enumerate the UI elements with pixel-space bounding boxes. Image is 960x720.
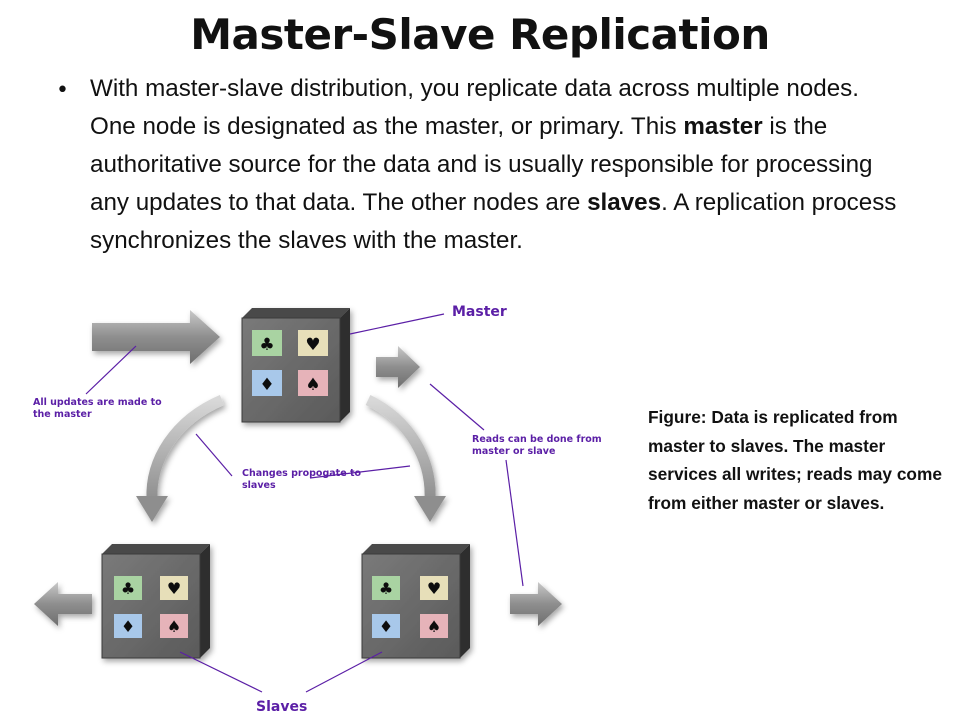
updates-label-line1: All updates are made to <box>33 397 162 408</box>
right-slave-read-arrow <box>510 582 562 626</box>
club-card-icon: ♣ <box>252 330 282 356</box>
svg-text:♠: ♠ <box>427 617 441 636</box>
propagate-label-line1: Changes propogate to <box>242 468 361 479</box>
slaves-label: Slaves <box>256 699 307 715</box>
slaves-leader-line-right <box>305 651 383 693</box>
slave-node-right: ♣ ♥ ♦ ♠ <box>361 543 471 659</box>
heart-card-icon: ♥ <box>298 330 328 356</box>
propagate-arrow-right <box>365 395 446 522</box>
propagate-leader-line-left <box>195 433 233 477</box>
replication-diagram: ♣ ♥ ♦ ♠ ♣ ♥ ♦ ♠ <box>33 304 602 715</box>
spade-card-icon: ♠ <box>420 614 448 638</box>
propagate-label-line2: slaves <box>242 480 276 491</box>
master-node: ♣ ♥ ♦ ♠ <box>241 307 351 423</box>
left-slave-read-arrow <box>34 582 92 626</box>
heart-card-icon: ♥ <box>160 576 188 600</box>
club-card-icon: ♣ <box>114 576 142 600</box>
svg-text:♠: ♠ <box>167 617 181 636</box>
propagate-arrow-left <box>136 394 225 522</box>
bullet-bold-master: master <box>683 113 763 140</box>
diamond-card-icon: ♦ <box>372 614 400 638</box>
master-leader-line <box>349 313 445 335</box>
spade-card-icon: ♠ <box>160 614 188 638</box>
svg-text:♣: ♣ <box>259 335 274 355</box>
slaves-leader-line-left <box>179 651 263 693</box>
master-label: Master <box>452 304 507 320</box>
bullet-paragraph: With master-slave distribution, you repl… <box>90 70 910 260</box>
diamond-card-icon: ♦ <box>114 614 142 638</box>
master-read-arrow <box>376 346 420 388</box>
club-card-icon: ♣ <box>372 576 400 600</box>
reads-label-line1: Reads can be done from <box>472 434 602 445</box>
spade-card-icon: ♠ <box>298 370 328 396</box>
svg-text:♣: ♣ <box>379 579 393 598</box>
propagate-leader-line-right <box>309 465 411 479</box>
figure-caption: Figure: Data is replicated from master t… <box>648 407 942 513</box>
updates-label-line2: the master <box>33 409 92 420</box>
heart-card-icon: ♥ <box>420 576 448 600</box>
bullet-text-part-1: With master-slave distribution, you repl… <box>90 75 859 140</box>
reads-label-line2: master or slave <box>472 446 555 457</box>
bullet-text-part-2: is the authoritative source for the data… <box>90 113 873 216</box>
diamond-card-icon: ♦ <box>252 370 282 396</box>
svg-text:♦: ♦ <box>379 617 393 636</box>
updates-leader-line <box>85 345 137 395</box>
svg-text:♣: ♣ <box>121 579 135 598</box>
slave-node-left: ♣ ♥ ♦ ♠ <box>101 543 211 659</box>
bullet-marker: • <box>56 78 69 103</box>
svg-text:♥: ♥ <box>305 335 320 355</box>
svg-text:♦: ♦ <box>259 375 274 395</box>
reads-leader-line-slave <box>505 459 524 587</box>
bullet-text-part-3: . A replication process synchronizes the… <box>90 189 897 254</box>
svg-text:♥: ♥ <box>167 579 181 598</box>
bullet-bold-slaves: slaves <box>587 189 662 216</box>
svg-text:♥: ♥ <box>427 579 441 598</box>
svg-text:♦: ♦ <box>121 617 135 636</box>
svg-text:♠: ♠ <box>305 375 320 395</box>
reads-leader-line-master <box>429 383 485 431</box>
write-input-arrow <box>92 310 220 364</box>
slide-title: Master-Slave Replication <box>190 10 770 59</box>
